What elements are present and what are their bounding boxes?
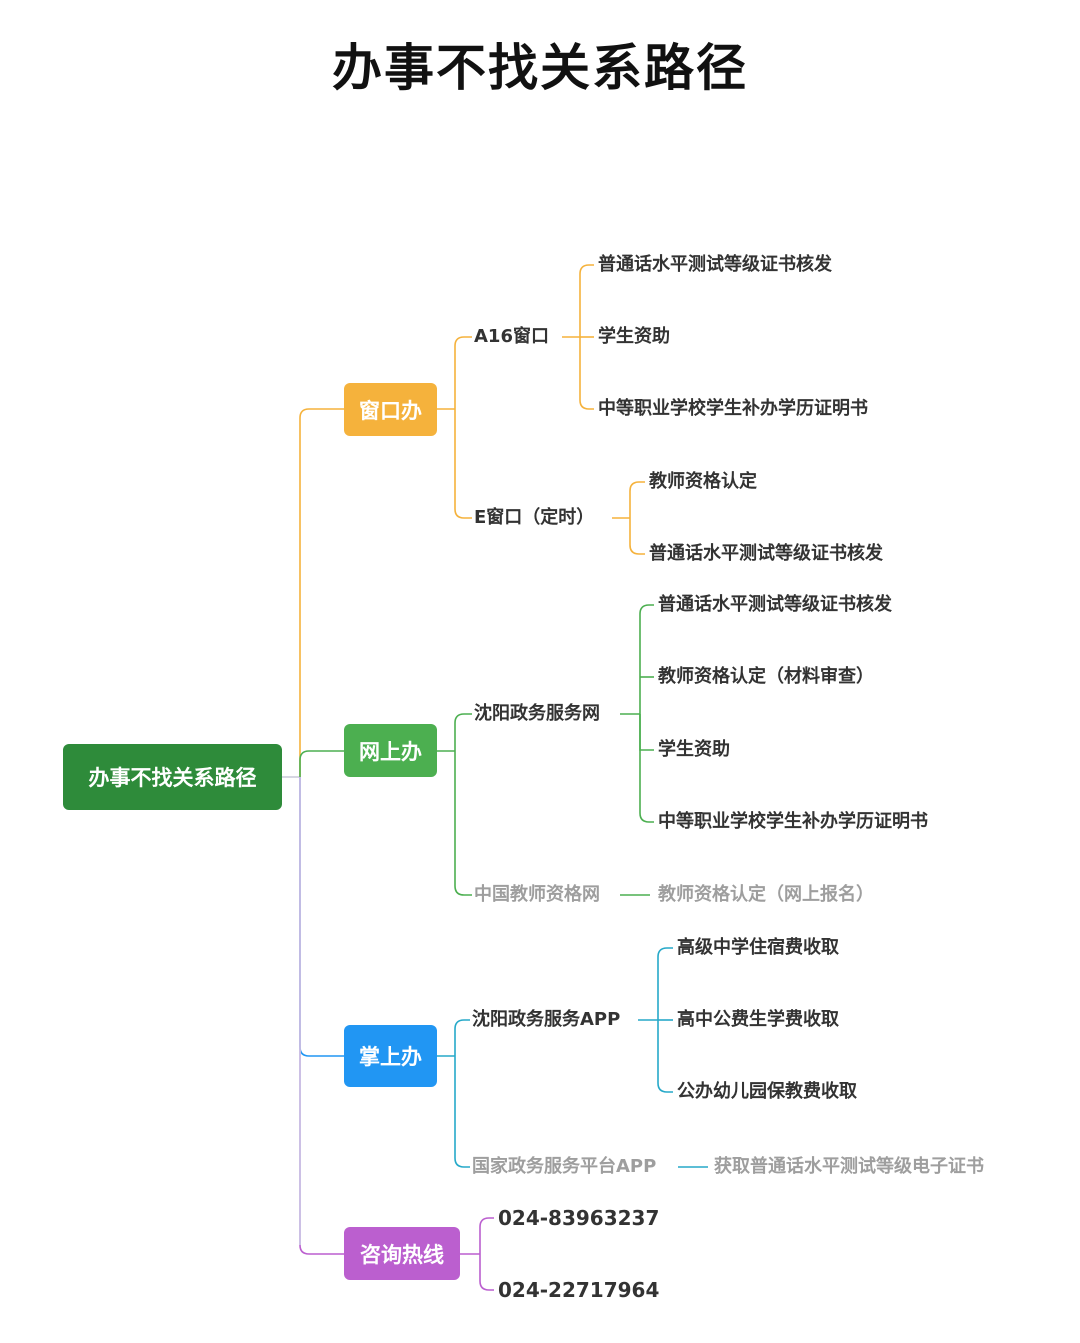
leaf-item[interactable]: 高级中学住宿费收取	[677, 937, 839, 958]
node-china-teacher-web[interactable]: 中国教师资格网	[474, 884, 600, 905]
leaf-item[interactable]: 教师资格认定（网上报名）	[658, 884, 874, 905]
leaf-item[interactable]: 中等职业学校学生补办学历证明书	[598, 398, 868, 419]
node-e-window[interactable]: E窗口（定时）	[474, 507, 595, 528]
root-node[interactable]: 办事不找关系路径	[63, 744, 282, 810]
page-title: 办事不找关系路径	[332, 38, 748, 97]
leaf-item[interactable]: 公办幼儿园保教费收取	[677, 1081, 857, 1102]
leaf-item[interactable]: 普通话水平测试等级证书核发	[649, 543, 883, 564]
node-a16-window[interactable]: A16窗口	[474, 326, 549, 347]
branch-hotline[interactable]: 咨询热线	[344, 1227, 460, 1280]
node-shenyang-gov-app[interactable]: 沈阳政务服务APP	[472, 1009, 621, 1030]
hotline-number[interactable]: 024-83963237	[498, 1206, 660, 1230]
leaf-item[interactable]: 中等职业学校学生补办学历证明书	[658, 811, 928, 832]
branch-online[interactable]: 网上办	[344, 724, 437, 777]
node-shenyang-gov-web[interactable]: 沈阳政务服务网	[474, 703, 600, 724]
leaf-item[interactable]: 获取普通话水平测试等级电子证书	[714, 1156, 984, 1177]
leaf-item[interactable]: 普通话水平测试等级证书核发	[658, 594, 892, 615]
branch-mobile[interactable]: 掌上办	[344, 1025, 437, 1087]
leaf-item[interactable]: 教师资格认定	[649, 471, 757, 492]
hotline-number[interactable]: 024-22717964	[498, 1278, 660, 1302]
leaf-item[interactable]: 学生资助	[658, 739, 730, 760]
leaf-item[interactable]: 教师资格认定（材料审查）	[658, 666, 874, 687]
node-national-gov-app[interactable]: 国家政务服务平台APP	[472, 1156, 657, 1177]
branch-window[interactable]: 窗口办	[344, 383, 437, 436]
leaf-item[interactable]: 高中公费生学费收取	[677, 1009, 839, 1030]
leaf-item[interactable]: 学生资助	[598, 326, 670, 347]
leaf-item[interactable]: 普通话水平测试等级证书核发	[598, 254, 832, 275]
